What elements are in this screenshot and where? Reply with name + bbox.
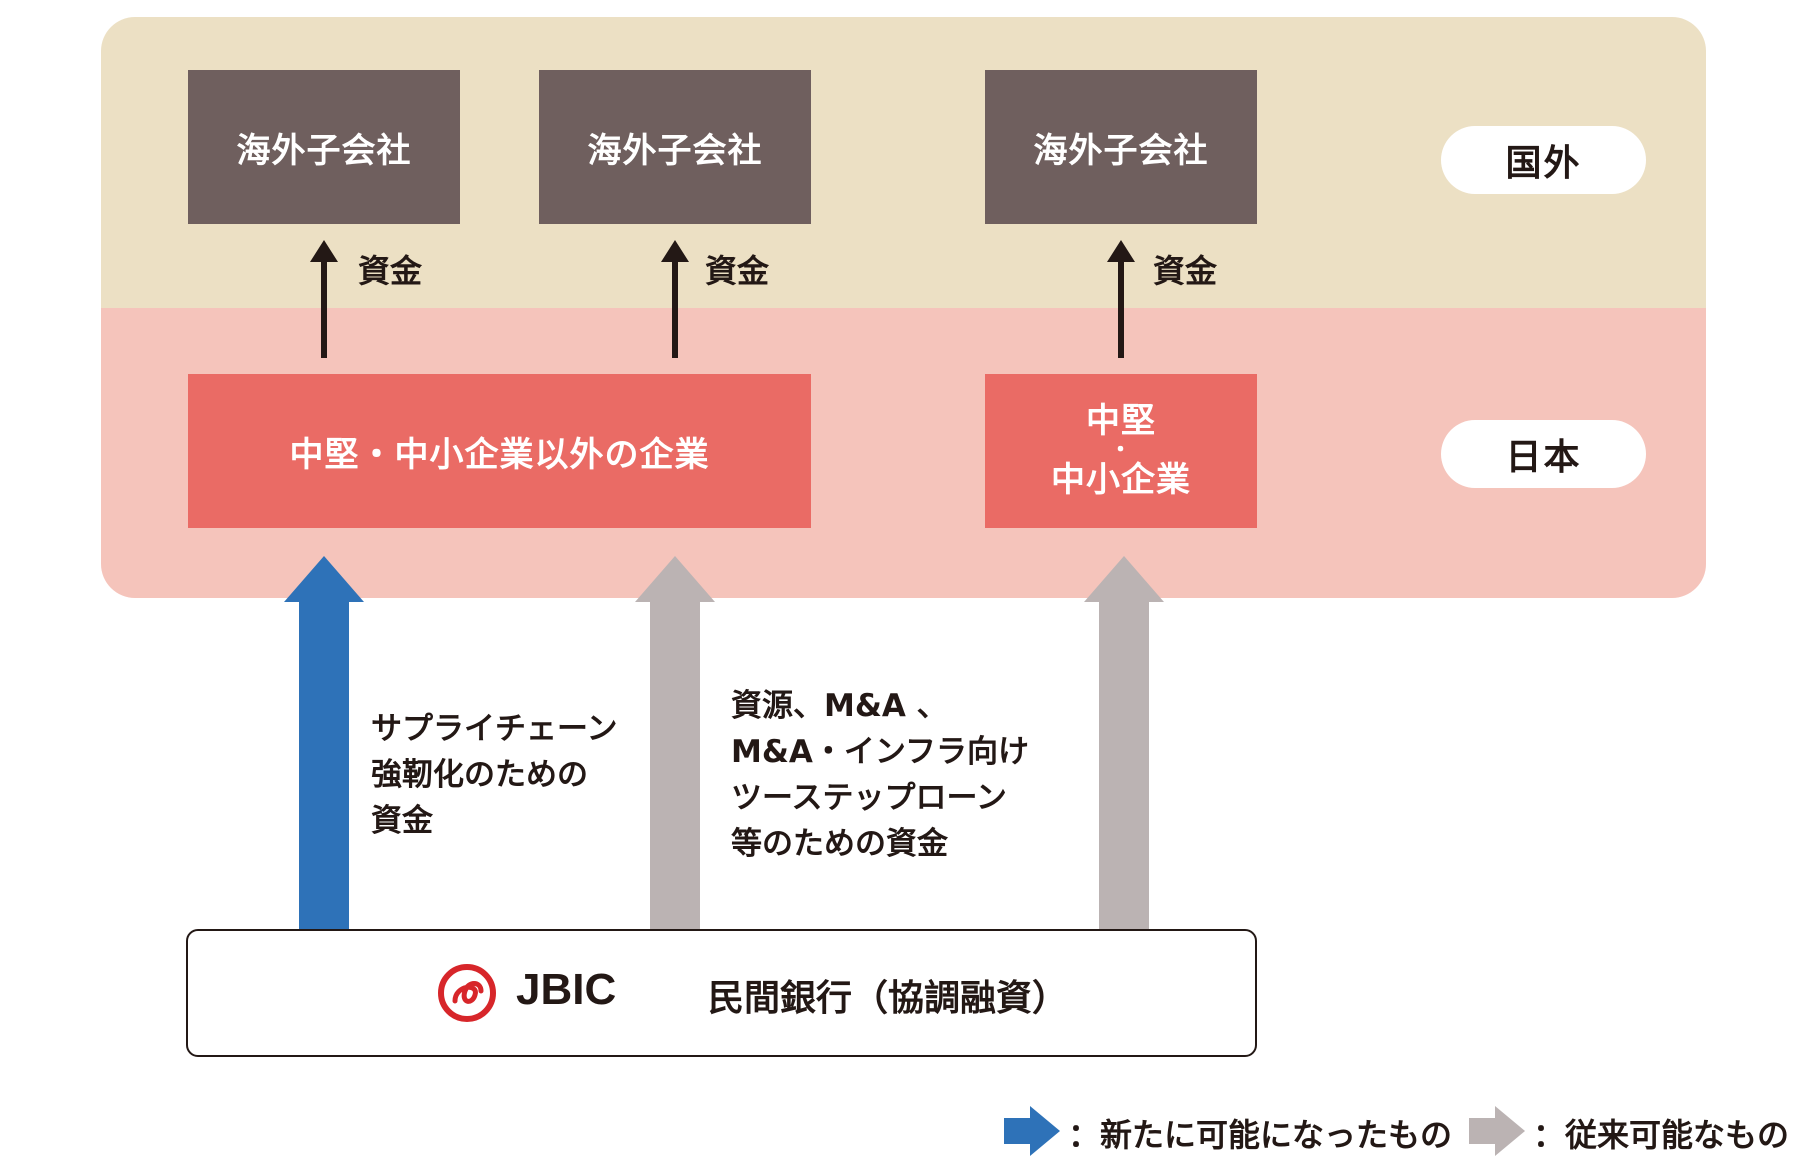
new-flow-line: サプライチェーン bbox=[371, 711, 618, 747]
jbic-logo-icon bbox=[438, 964, 496, 1022]
existing-flow-line: ツーステップローン bbox=[731, 780, 1007, 816]
legend-existing-arrow-icon bbox=[1469, 1106, 1525, 1156]
fund-arrow bbox=[310, 240, 338, 358]
sme-label-line1: 中堅 bbox=[1086, 400, 1156, 441]
new-flow-description: サプライチェーン 強靭化のための 資金 bbox=[371, 706, 617, 844]
subsidiary-box: 海外子会社 bbox=[539, 70, 811, 224]
large-company-box: 中堅・中小企業以外の企業 bbox=[188, 374, 811, 528]
subsidiary-box: 海外子会社 bbox=[985, 70, 1257, 224]
subsidiary-label: 海外子会社 bbox=[587, 130, 763, 171]
sme-label-dot: ・ bbox=[1109, 438, 1133, 463]
new-flow-line: 強靭化のための bbox=[371, 757, 588, 793]
sme-box: 中堅 ・ 中小企業 bbox=[985, 374, 1257, 528]
existing-flow-line: 等のための資金 bbox=[731, 826, 948, 862]
subsidiary-label: 海外子会社 bbox=[236, 130, 412, 171]
existing-flow-arrow bbox=[635, 556, 715, 930]
legend-new-arrow-icon bbox=[1004, 1106, 1060, 1156]
existing-flow-line: 資源、M&A 、 bbox=[731, 688, 948, 724]
legend-existing-label: ：従来可能なもの bbox=[1533, 1116, 1790, 1154]
fund-arrow bbox=[1107, 240, 1135, 358]
existing-flow-line: M&A・インフラ向け bbox=[731, 734, 1029, 770]
japan-label: 日本 bbox=[1505, 437, 1582, 478]
overseas-label: 国外 bbox=[1505, 143, 1582, 184]
fund-label: 資金 bbox=[705, 252, 770, 290]
fund-label: 資金 bbox=[358, 252, 423, 290]
jbic-label: JBIC bbox=[516, 965, 617, 1014]
subsidiary-box: 海外子会社 bbox=[188, 70, 460, 224]
existing-flow-arrow bbox=[1084, 556, 1164, 930]
region-background bbox=[101, 17, 1706, 598]
fund-label: 資金 bbox=[1153, 252, 1218, 290]
overseas-pill: 国外 bbox=[1441, 126, 1646, 194]
new-flow-line: 資金 bbox=[371, 803, 433, 839]
private-banks-label: 民間銀行（協調融資） bbox=[708, 978, 1069, 1019]
subsidiary-label: 海外子会社 bbox=[1033, 130, 1209, 171]
lenders-box: JBIC 民間銀行（協調融資） bbox=[186, 929, 1257, 1057]
fund-arrow bbox=[661, 240, 689, 358]
existing-flow-description: 資源、M&A 、 M&A・インフラ向け ツーステップローン 等のための資金 bbox=[731, 683, 1029, 867]
japan-pill: 日本 bbox=[1441, 420, 1646, 488]
sme-label-line2: 中小企業 bbox=[1051, 460, 1191, 500]
legend-new-label: ：新たに可能になったもの bbox=[1068, 1116, 1453, 1154]
new-flow-arrow bbox=[284, 556, 364, 930]
large-company-label: 中堅・中小企業以外の企業 bbox=[289, 434, 710, 475]
